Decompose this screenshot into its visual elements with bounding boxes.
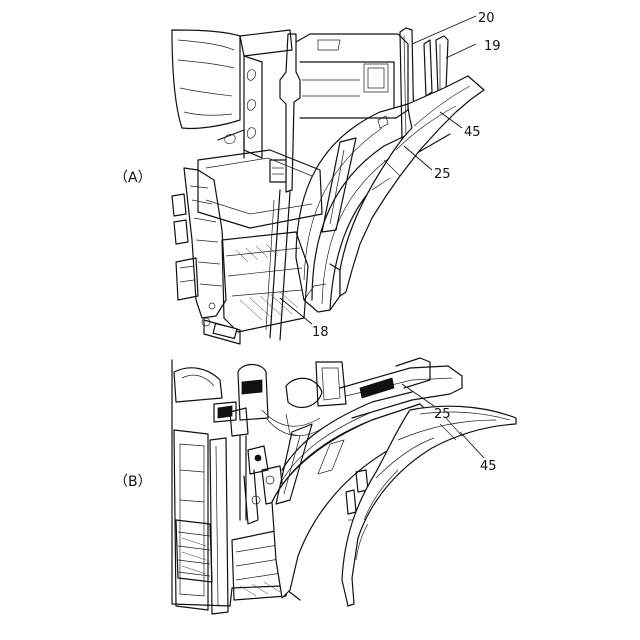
callout-45-b: 45: [480, 459, 497, 474]
panel-a-drawing: [172, 28, 484, 344]
leader-19: [446, 44, 476, 58]
panel-a-frame: [172, 28, 448, 344]
panel-b-label: （B）: [114, 474, 152, 490]
panel-b-fender-25: [272, 358, 462, 598]
callout-19: 19: [484, 39, 501, 54]
panel-a-cover-45: [340, 76, 484, 296]
callout-25-b: 25: [434, 407, 451, 422]
leader-25-b: [402, 384, 434, 406]
leader-45-b: [460, 432, 484, 458]
callout-25-a: 25: [434, 167, 451, 182]
panel-b-drawing: [172, 358, 516, 614]
leader-20: [412, 16, 476, 44]
callout-20: 20: [478, 11, 495, 26]
callout-18: 18: [312, 325, 329, 340]
callout-45-a: 45: [464, 125, 481, 140]
panel-a-label: （A）: [114, 170, 152, 186]
